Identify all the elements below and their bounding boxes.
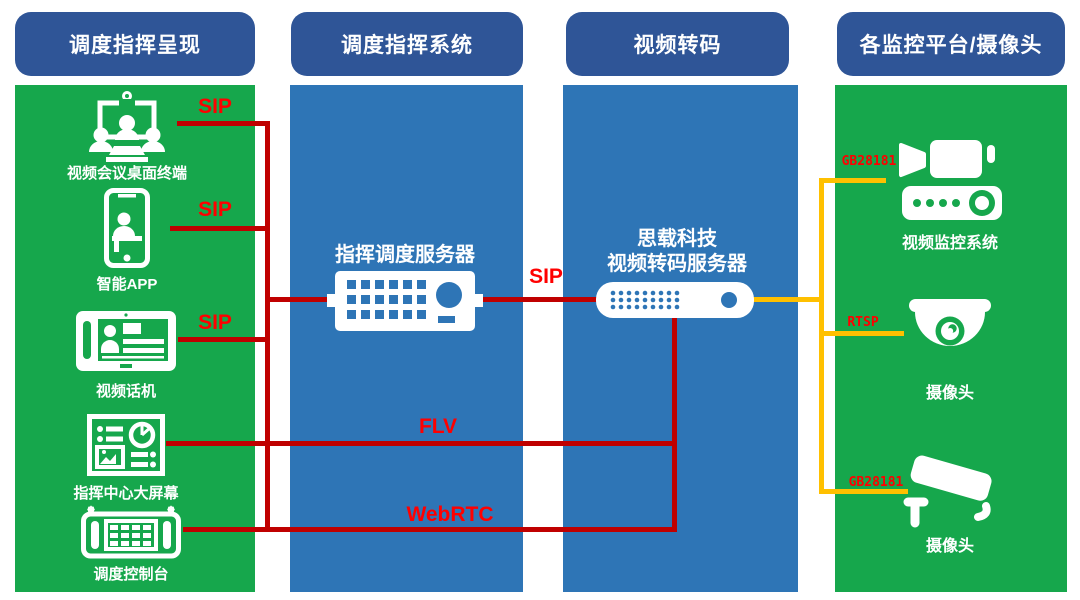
label-sip-conference: SIP — [198, 95, 232, 118]
item-label-surveillance: 视频监控系统 — [901, 235, 998, 252]
panel-dispatch-system — [290, 85, 523, 592]
header-monitor-platforms: 各监控平台/摄像头 — [837, 12, 1065, 76]
video-phone-icon — [76, 309, 176, 373]
item-label-bigscreen: 指挥中心大屏幕 — [73, 485, 179, 502]
connector-conference-sip-line — [177, 121, 268, 126]
label-sip-servers: SIP — [529, 265, 563, 288]
smart-app-icon — [104, 188, 150, 268]
transcode-drop-vertical-line — [672, 317, 677, 532]
connector-transcode-right-line — [753, 297, 822, 302]
video-surveillance-system-icon — [894, 130, 1006, 220]
label-rtsp: RTSP — [847, 315, 879, 330]
dome-camera-icon — [907, 298, 993, 368]
connector-app-sip-line — [170, 226, 268, 231]
video-conference-terminal-icon — [86, 90, 168, 164]
connector-gb28181-top-line — [822, 178, 886, 183]
red-trunk-vertical-line — [265, 121, 270, 532]
connector-rtsp-line — [822, 331, 904, 336]
item-label-videophone: 视频话机 — [95, 383, 156, 400]
item-label-conference: 视频会议桌面终端 — [66, 165, 187, 182]
header-label: 调度指挥系统 — [341, 34, 473, 57]
label-sip-app: SIP — [198, 198, 232, 221]
header-label: 各监控平台/摄像头 — [859, 34, 1043, 57]
yellow-trunk-vertical-line — [819, 178, 824, 494]
transcode-server-label-line1: 思载科技 — [637, 228, 717, 250]
connector-trunk-to-dispatch-server-line — [270, 297, 335, 302]
dispatch-server-label: 指挥调度服务器 — [335, 244, 475, 266]
connector-webrtc-line — [183, 527, 677, 532]
connector-dispatch-to-transcode-line — [480, 297, 597, 302]
header-dispatch-system: 调度指挥系统 — [291, 12, 523, 76]
header-dispatch-presentation: 调度指挥呈现 — [15, 12, 255, 76]
item-label-console: 调度控制台 — [93, 566, 169, 583]
header-label: 视频转码 — [633, 34, 722, 57]
dispatch-console-icon — [81, 505, 181, 559]
label-flv: FLV — [418, 415, 458, 438]
command-center-screen-icon — [87, 414, 165, 476]
item-label-dome-camera: 摄像头 — [925, 385, 974, 402]
connector-gb28181-bottom-line — [822, 489, 908, 494]
label-webrtc: WebRTC — [406, 503, 494, 526]
panel-video-transcode — [563, 85, 798, 592]
label-sip-phone: SIP — [198, 311, 232, 334]
header-label: 调度指挥呈现 — [69, 34, 201, 57]
item-label-app: 智能APP — [96, 276, 158, 293]
connector-phone-sip-line — [178, 337, 268, 342]
cctv-camera-icon — [898, 452, 1002, 530]
dispatch-server-icon — [327, 271, 483, 331]
label-gb28181-bottom: GB28181 — [848, 475, 904, 490]
label-gb28181-top: GB28181 — [841, 154, 897, 169]
header-video-transcode: 视频转码 — [566, 12, 789, 76]
item-label-cctv-camera: 摄像头 — [925, 538, 974, 555]
transcode-server-label: 思载科技 视频转码服务器 — [577, 227, 777, 277]
transcode-server-icon — [596, 282, 754, 318]
connector-flv-line — [166, 441, 677, 446]
transcode-server-label-line2: 视频转码服务器 — [607, 253, 747, 275]
